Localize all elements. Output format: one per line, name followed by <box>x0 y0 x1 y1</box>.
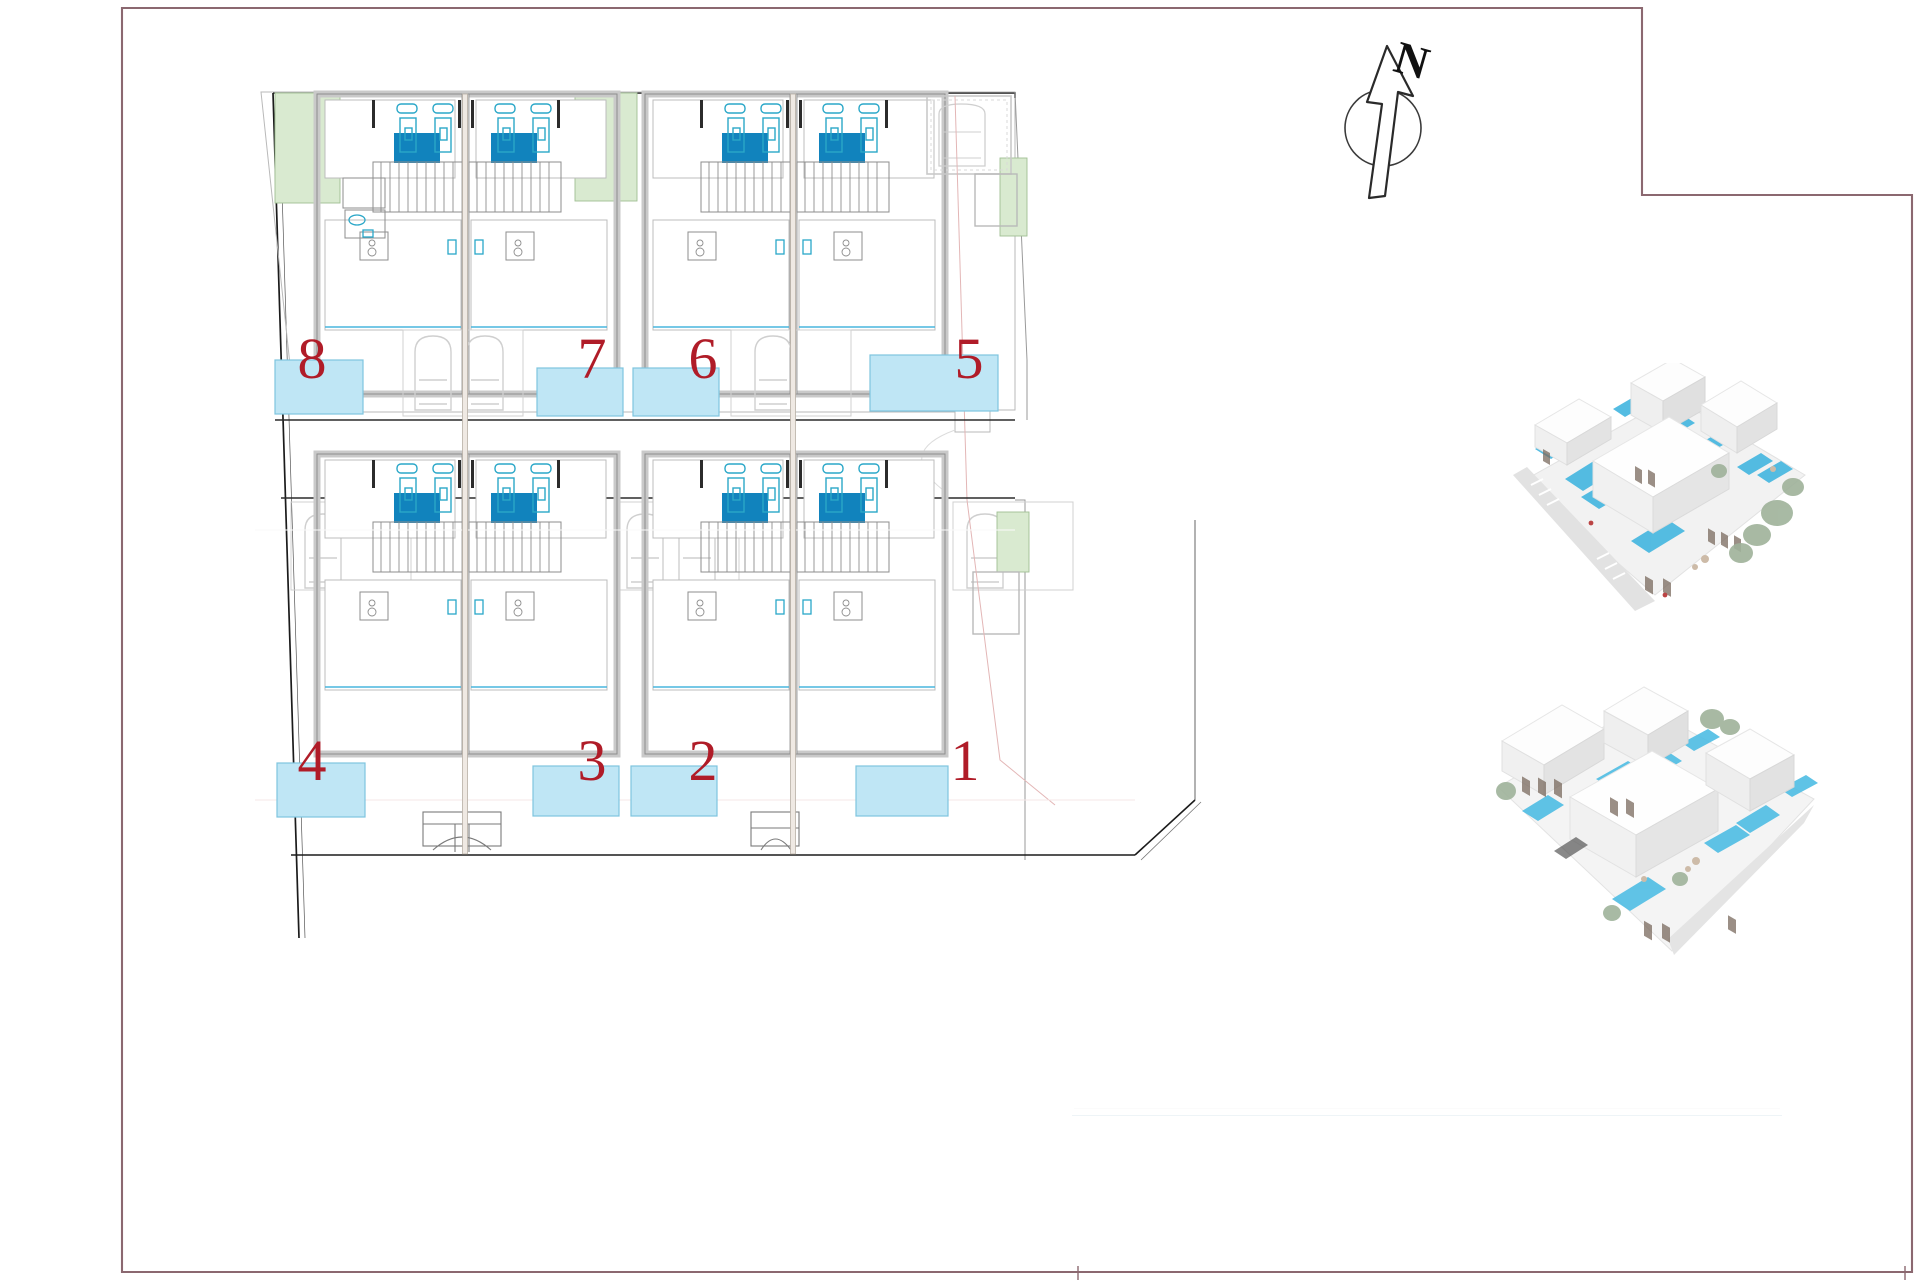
pool-unit-8 <box>274 359 364 415</box>
staircase <box>372 161 466 213</box>
unit-number-2: 2 <box>689 728 718 793</box>
aerial-render-bottom <box>1492 683 1822 968</box>
pool-unit-3 <box>532 765 620 817</box>
unit-number-7: 7 <box>578 326 607 391</box>
wall-slot <box>372 100 560 128</box>
bathroom-fixtures <box>724 463 880 513</box>
private-pools <box>274 354 999 818</box>
wall-slot <box>372 460 560 488</box>
wall-slot <box>700 460 888 488</box>
faint-rule-upper <box>1074 1108 1780 1109</box>
north-arrow-compass: N <box>1325 30 1485 200</box>
garden-area <box>996 511 1030 573</box>
staircase <box>796 161 890 213</box>
unit-number-1: 1 <box>951 728 980 793</box>
unit-number-8: 8 <box>298 326 327 391</box>
party-wall-spine <box>462 93 796 855</box>
pool-unit-4 <box>276 762 366 818</box>
bathroom-fixtures <box>396 463 552 513</box>
roof-pool <box>394 493 440 523</box>
aerial-render-top <box>1505 363 1815 618</box>
compass-north-label: N <box>1389 31 1435 89</box>
staircase <box>468 161 562 213</box>
roof-pool <box>722 493 768 523</box>
roof-pool <box>722 133 768 163</box>
roof-pool <box>394 133 440 163</box>
garden-area <box>999 157 1028 237</box>
entrance-gate <box>422 811 502 852</box>
unit-number-3: 3 <box>578 728 607 793</box>
bathroom-fixtures <box>724 103 880 153</box>
pool-unit-6 <box>632 367 720 417</box>
unit-number-5: 5 <box>955 326 984 391</box>
unit-number-labels: 8 7 6 5 4 3 2 1 <box>298 326 984 793</box>
staircase <box>700 161 794 213</box>
pool-unit-2 <box>630 765 718 817</box>
site-plan-drawing: 8 7 6 5 4 3 2 1 <box>255 60 1275 940</box>
wall-slot <box>700 100 888 128</box>
unit-number-4: 4 <box>298 728 327 793</box>
pool-unit-5 <box>869 354 999 412</box>
car-icon <box>938 103 986 167</box>
unit-number-6: 6 <box>689 326 718 391</box>
faint-rule-lower <box>1072 1115 1782 1116</box>
garage-top-right <box>926 95 1012 175</box>
bathroom-fixtures <box>396 103 552 153</box>
utility-room <box>342 177 386 239</box>
building-block-top <box>260 90 1028 501</box>
pool-unit-7 <box>536 367 624 417</box>
pool-unit-1 <box>855 765 949 817</box>
